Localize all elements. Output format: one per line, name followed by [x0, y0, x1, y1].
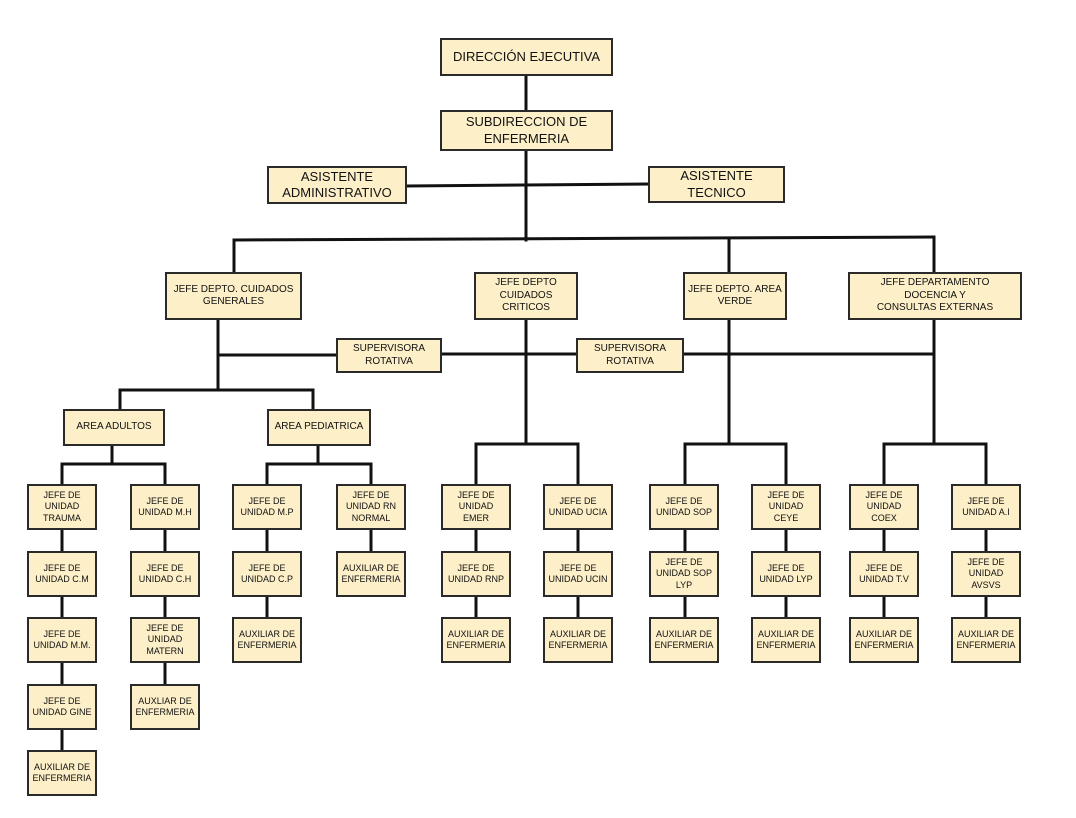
jefe-unidad-sop-lyp-box: JEFE DE UNIDAD SOP LYP	[649, 551, 719, 597]
jefe-unidad-cm-box: JEFE DE UNIDAD C.M	[27, 551, 97, 597]
jefe-unidad-cp-box: JEFE DE UNIDAD C.P	[232, 551, 302, 597]
jefe-unidad-ceye-box: JEFE DE UNIDAD CEYE	[751, 484, 821, 530]
jefe-unidad-gine-box: JEFE DE UNIDAD GINE	[27, 684, 97, 730]
jefe-unidad-ai-box: JEFE DE UNIDAD A.I	[951, 484, 1021, 530]
area-pediatrica-box: AREA PEDIATRICA	[267, 409, 371, 446]
jefe-unidad-mp-box: JEFE DE UNIDAD M.P	[232, 484, 302, 530]
auxiliar-enfermeria-box: AUXILIAR DE ENFERMERIA	[232, 617, 302, 663]
supervisora-rotativa-box: SUPERVISORA ROTATIVA	[576, 338, 684, 373]
jefe-unidad-mm-box: JEFE DE UNIDAD M.M.	[27, 617, 97, 663]
auxiliar-enfermeria-box: AUXILIAR DE ENFERMERIA	[27, 750, 97, 796]
auxiliar-enfermeria-box: AUXILIAR DE ENFERMERIA	[751, 617, 821, 663]
auxiliar-enfermeria-box: AUXILIAR DE ENFERMERIA	[336, 551, 406, 597]
asistente-administrativo-box: ASISTENTE ADMINISTRATIVO	[267, 166, 407, 204]
jefe-depto-area-verde-box: JEFE DEPTO. AREA VERDE	[683, 272, 787, 320]
jefe-unidad-ucin-box: JEFE DE UNIDAD UCIN	[543, 551, 613, 597]
jefe-unidad-mh-box: JEFE DE UNIDAD M.H	[130, 484, 200, 530]
jefe-unidad-rn-normal-box: JEFE DE UNIDAD RN NORMAL	[336, 484, 406, 530]
jefe-unidad-sop-box: JEFE DE UNIDAD SOP	[649, 484, 719, 530]
jefe-unidad-emer-box: JEFE DE UNIDAD EMER	[441, 484, 511, 530]
jefe-departamento-docencia-box: JEFE DEPARTAMENTO DOCENCIA Y CONSULTAS E…	[848, 272, 1022, 320]
auxiliar-enfermeria-box: AUXILIAR DE ENFERMERIA	[649, 617, 719, 663]
jefe-depto-cuidados-criticos-box: JEFE DEPTO CUIDADOS CRITICOS	[474, 272, 578, 320]
auxliar-enfermeria-box: AUXLIAR DE ENFERMERIA	[130, 684, 200, 730]
area-adultos-box: AREA ADULTOS	[63, 409, 165, 446]
jefe-depto-cuidados-generales-box: JEFE DEPTO. CUIDADOS GENERALES	[165, 272, 302, 320]
jefe-unidad-trauma-box: JEFE DE UNIDAD TRAUMA	[27, 484, 97, 530]
asistente-tecnico-box: ASISTENTE TECNICO	[648, 166, 785, 203]
auxiliar-enfermeria-box: AUXILIAR DE ENFERMERIA	[441, 617, 511, 663]
jefe-unidad-tv-box: JEFE DE UNIDAD T.V	[849, 551, 919, 597]
jefe-unidad-ucia-box: JEFE DE UNIDAD UCIA	[543, 484, 613, 530]
jefe-unidad-lyp-box: JEFE DE UNIDAD LYP	[751, 551, 821, 597]
jefe-unidad-ch-box: JEFE DE UNIDAD C.H	[130, 551, 200, 597]
direccion-ejecutiva-box: DIRECCIÓN EJECUTIVA	[440, 38, 613, 76]
jefe-unidad-rnp-box: JEFE DE UNIDAD RNP	[441, 551, 511, 597]
supervisora-rotativa-box: SUPERVISORA ROTATIVA	[336, 338, 442, 373]
auxiliar-enfermeria-box: AUXILIAR DE ENFERMERIA	[543, 617, 613, 663]
jefe-unidad-coex-box: JEFE DE UNIDAD COEX	[849, 484, 919, 530]
jefe-unidad-avsvs-box: JEFE DE UNIDAD AVSVS	[951, 551, 1021, 597]
auxiliar-enfermeria-box: AUXILIAR DE ENFERMERIA	[951, 617, 1021, 663]
subdireccion-enfermeria-box: SUBDIRECCION DE ENFERMERIA	[440, 110, 613, 151]
auxiliar-enfermeria-box: AUXILIAR DE ENFERMERIA	[849, 617, 919, 663]
jefe-unidad-matern-box: JEFE DE UNIDAD MATERN	[130, 617, 200, 663]
